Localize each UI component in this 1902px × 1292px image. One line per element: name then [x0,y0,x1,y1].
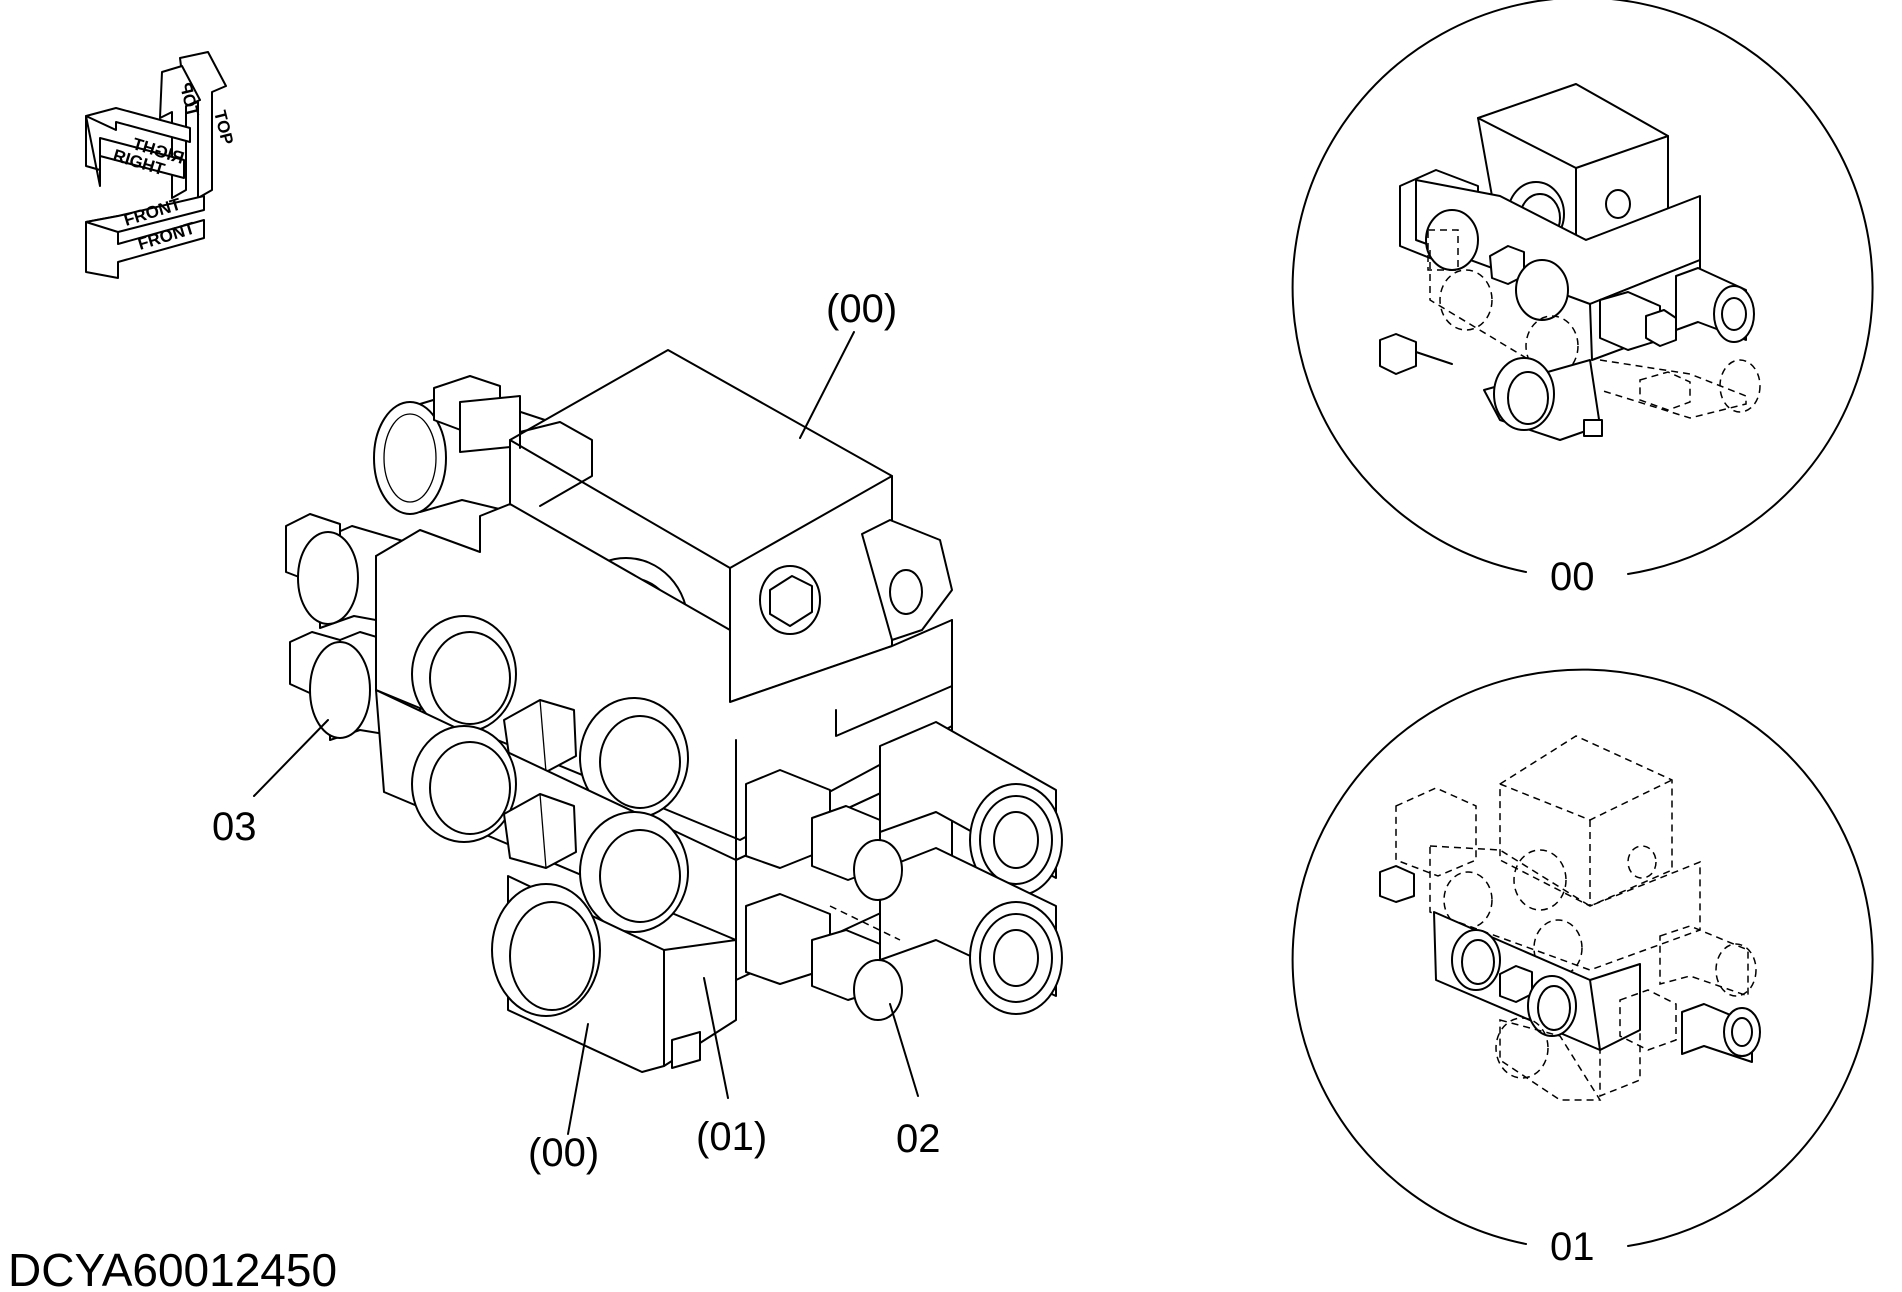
callout-side-fitting: 03 [212,805,257,849]
callout-middle-section: (01) [696,1115,767,1159]
detail-00-assembly [1379,83,1761,441]
callout-lower-fitting: 02 [896,1117,941,1161]
diagram-id: DCYA60012450 [8,1244,337,1292]
detail-label-00: 00 [1550,555,1595,599]
leader-middle-section [703,977,729,1099]
detail-01-assembly [1379,735,1761,1101]
right-arrow-icon [85,115,185,187]
leader-side-fitting [253,719,329,797]
detail-circle-01 [1291,668,1874,1247]
leader-top-block [799,331,855,439]
right-fitting-upper [745,769,903,901]
orientation-top-label: TOP [210,108,237,146]
right-cylinder-lower [879,847,1063,1015]
body-section-upper [375,503,953,861]
orientation-indicator: TOP TOP RIGHT RIGHT FRONT FRONT [85,51,237,279]
body-section-middle [375,689,953,981]
leader-bottom-port [567,1023,589,1135]
detail-label-01: 01 [1550,1225,1595,1269]
body-section-lower [491,875,737,1073]
leader-lower-fitting [889,1003,919,1097]
main-valve-assembly: (00) 03 (00) (01) 02 [212,287,1063,1175]
callout-top-block: (00) [826,287,897,331]
detail-view-01: 01 [1291,668,1874,1269]
right-cylinder-upper [879,721,1063,897]
detail-view-00: 00 [1291,0,1874,599]
detail-circle-00 [1291,0,1874,575]
callout-bottom-port: (00) [528,1131,599,1175]
